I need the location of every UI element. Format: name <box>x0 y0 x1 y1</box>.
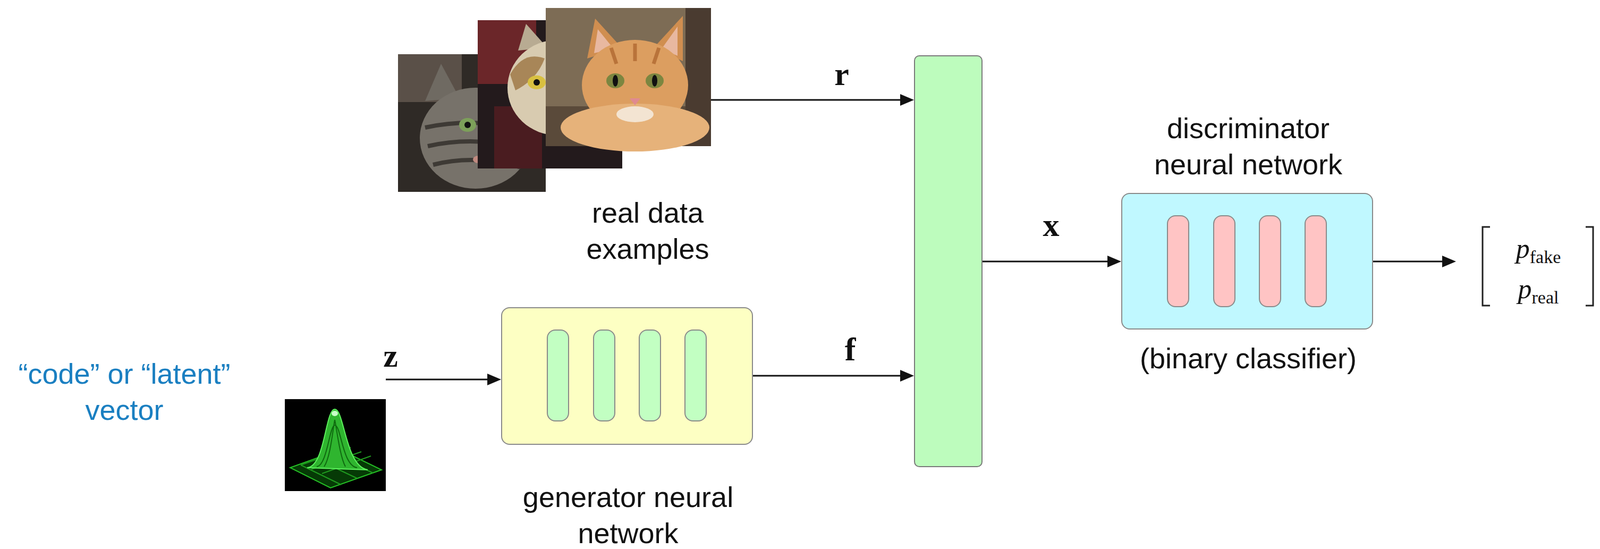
node-label: real data examples <box>552 195 744 267</box>
arrow-connector <box>752 369 914 382</box>
connector-line <box>385 378 489 381</box>
arrow-head <box>900 94 914 106</box>
arrow-connector <box>1373 255 1456 268</box>
layer-bar <box>593 329 616 422</box>
node-label: generator neural network <box>500 479 756 549</box>
layer-bar <box>1166 215 1190 308</box>
data-examples: real data examples <box>398 7 711 250</box>
signal-name: x <box>1040 208 1062 242</box>
layer-bar <box>638 329 662 422</box>
layer-bar <box>684 329 707 422</box>
cat-photo <box>398 54 546 192</box>
arrow-connector <box>385 373 502 386</box>
signal-name: z <box>381 339 401 372</box>
arrow-head <box>900 369 914 382</box>
connector-line <box>710 99 902 101</box>
connector-line <box>1373 260 1444 263</box>
probability-label: pfake <box>1493 231 1584 269</box>
arrow-head <box>487 373 502 386</box>
node-label: “code” or “latent” vector <box>4 356 244 428</box>
discriminator-box: discriminator neural network(binary clas… <box>1121 192 1374 330</box>
arrow-head <box>1107 255 1122 268</box>
connector-line <box>982 260 1109 263</box>
probability-label: preal <box>1493 271 1584 310</box>
connector-line <box>752 375 902 377</box>
mux-bar <box>913 55 983 468</box>
node-label: (binary classifier) <box>1110 340 1387 377</box>
signal-name: r <box>832 57 852 91</box>
layer-bar <box>1258 215 1282 308</box>
layer-bar <box>546 329 570 422</box>
latent-vector: “code” or “latent” vector <box>5 350 386 495</box>
signal-name: f <box>842 332 859 366</box>
layer-bar <box>1304 215 1327 308</box>
gaussian-plot <box>284 399 386 491</box>
layer-bar <box>1213 215 1236 308</box>
arrow-head <box>1442 255 1456 268</box>
arrow-connector <box>982 255 1122 268</box>
output-vector: pfakepreal <box>1455 225 1598 307</box>
arrow-connector <box>710 94 914 106</box>
node-label: discriminator neural network <box>1126 110 1371 183</box>
cat-photo <box>545 7 711 152</box>
generator-box: generator neural network <box>501 307 753 445</box>
